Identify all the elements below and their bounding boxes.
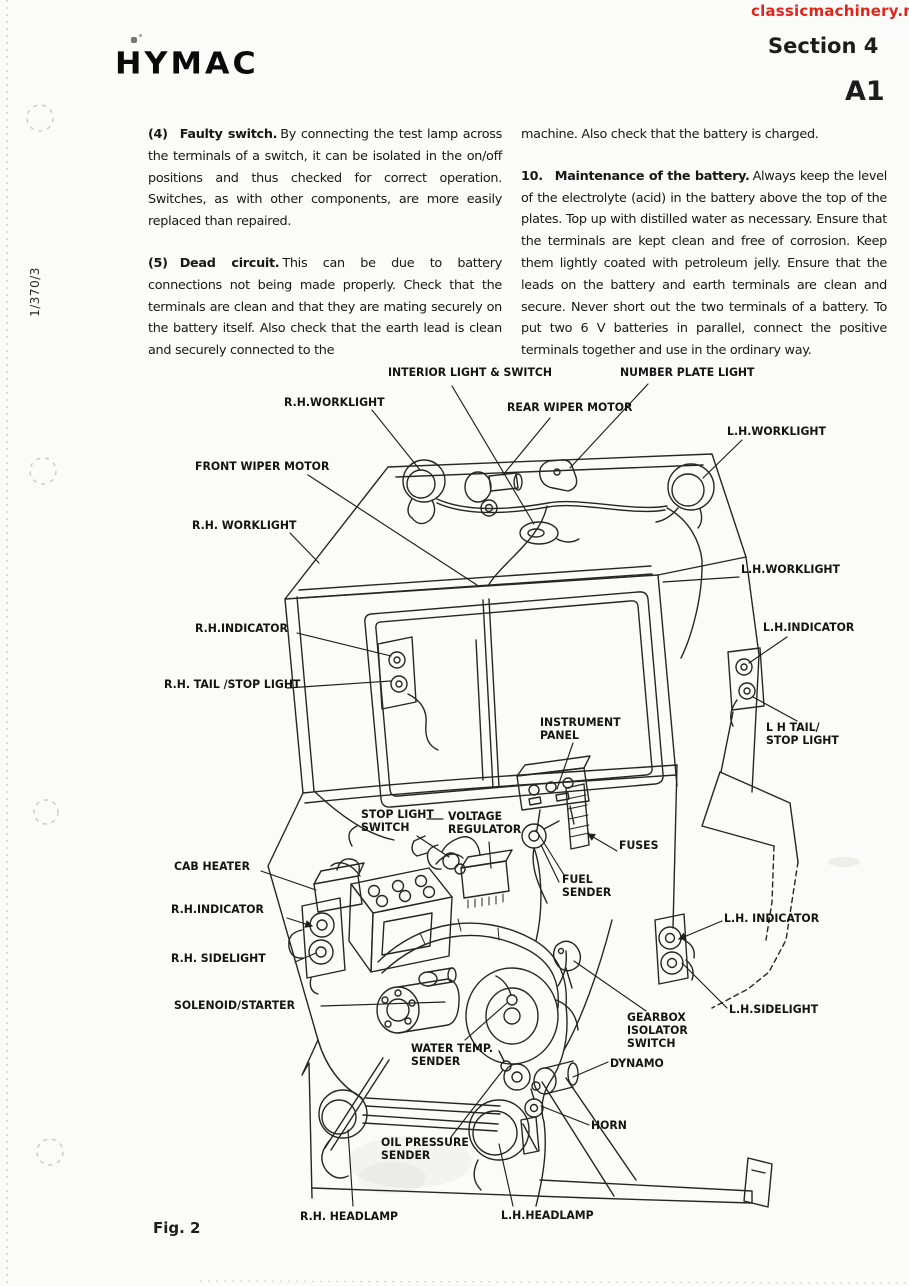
label-rh-tail-stop-light: R.H. TAIL /STOP LIGHT [164,677,301,691]
paragraph-4: (4) Faulty switch.By connecting the test … [148,124,502,233]
paragraph-number: 10. [521,168,543,184]
brand-logo: HYMAC [115,46,259,82]
label-lh-tail-stop-light: L H TAIL/ STOP LIGHT [766,720,839,748]
label-lh-sidelight: L.H.SIDELIGHT [729,1002,819,1016]
label-water-temp-sender: WATER TEMP. SENDER [411,1041,494,1069]
section-title: Section 4 [768,34,879,58]
page-edge-marks [6,0,909,1286]
page-code: A1 [845,76,885,107]
right-column: machine. Also check that the battery is … [521,124,887,375]
label-lh-indicator-upper: L.H.INDICATOR [763,620,855,634]
label-voltage-regulator: VOLTAGE REGULATOR [448,809,522,837]
label-gearbox-isolator-switch: GEARBOX ISOLATOR SWITCH [627,1010,688,1051]
label-oil-pressure-sender: OIL PRESSURE SENDER [381,1135,469,1163]
label-number-plate-light: NUMBER PLATE LIGHT [620,365,755,379]
label-lh-indicator-lower: L.H. INDICATOR [724,911,820,925]
paragraph-body: This can be due to battery connections n… [148,255,502,359]
label-solenoid-starter: SOLENOID/STARTER [174,998,296,1012]
paragraph-number: (4) [148,127,168,142]
paragraph-lead: Dead circuit. [179,255,280,271]
label-rear-wiper-motor: REAR WIPER MOTOR [507,400,633,414]
label-rh-indicator-upper: R.H.INDICATOR [195,621,288,635]
label-cab-heater: CAB HEATER [174,859,250,873]
label-rh-worklight-top: R.H.WORKLIGHT [284,395,385,409]
scan-speck [139,34,142,37]
label-lh-worklight-front: L.H.WORKLIGHT [741,562,840,576]
paragraph-number: (5) [148,255,168,271]
paragraph-continuation: machine. Also check that the battery is … [521,124,887,146]
punch-holes [26,104,64,1166]
paragraph-body: Always keep the level of the electrolyte… [521,168,887,359]
left-column: (4) Faulty switch.By connecting the test … [148,124,502,375]
label-fuses: FUSES [619,838,659,852]
label-fuel-sender: FUEL SENDER [562,872,612,900]
paragraph-body: machine. Also check that the battery is … [521,127,819,142]
label-rh-indicator-lower: R.H.INDICATOR [171,902,264,916]
paragraph-body: By connecting the test lamp across the t… [148,127,502,230]
scan-speck [131,37,137,43]
label-rh-worklight-front: R.H. WORKLIGHT [192,518,297,532]
paragraph-lead: Faulty switch. [179,127,278,142]
label-lh-headlamp: L.H.HEADLAMP [501,1208,594,1222]
machine-drawing [267,453,799,1208]
label-front-wiper-motor: FRONT WIPER MOTOR [195,459,330,473]
figure-caption: Fig. 2 [153,1219,201,1237]
paragraph-10: 10. Maintenance of the battery.Always kee… [521,166,887,362]
label-rh-sidelight: R.H. SIDELIGHT [171,951,266,965]
paragraph-lead: Maintenance of the battery. [554,168,750,184]
label-lh-worklight-top: L.H.WORKLIGHT [727,424,826,438]
leader-lines [260,383,798,1207]
paragraph-5: (5) Dead circuit.This can be due to batte… [148,253,502,362]
label-horn: HORN [591,1118,627,1132]
label-instrument-panel: INSTRUMENT PANEL [540,715,621,743]
label-dynamo: DYNAMO [610,1056,664,1070]
label-interior-light-switch: INTERIOR LIGHT & SWITCH [388,365,553,379]
label-stop-light-switch: STOP LIGHT SWITCH [361,807,434,835]
watermark: classicmachinery.net [751,2,909,20]
label-rh-headlamp: R.H. HEADLAMP [300,1209,399,1223]
scan-smudge [348,857,860,1194]
